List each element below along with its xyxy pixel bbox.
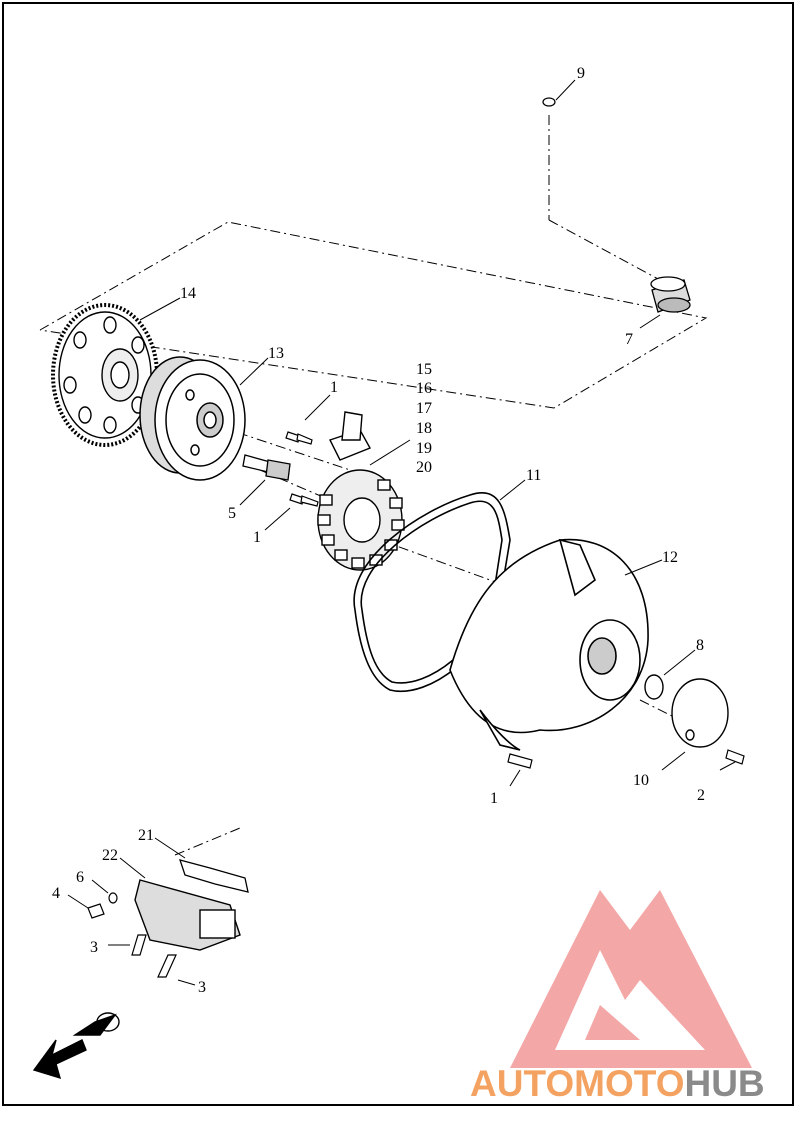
flywheel-part-13 (139, 356, 246, 481)
callout-labels: 9 7 14 13 1 15 16 17 18 19 20 11 5 1 12 … (52, 65, 705, 996)
screw-part-1-c (507, 753, 533, 769)
watermark-logo (510, 890, 752, 1068)
bolt-part-5 (242, 454, 291, 481)
bolt-part-2 (725, 749, 745, 765)
bushing-part-7 (650, 276, 691, 313)
front-direction-arrow (32, 1012, 120, 1080)
callout-1-upper: 1 (330, 379, 338, 396)
callout-11: 11 (526, 467, 541, 484)
callout-12: 12 (662, 549, 678, 566)
bolt-part-3-a (131, 934, 147, 956)
regulator-part-22 (134, 879, 241, 951)
callout-20: 20 (416, 459, 432, 476)
oring-part-8 (644, 674, 664, 700)
callout-15: 15 (416, 361, 432, 378)
washer-part-6 (108, 892, 118, 904)
cover-part-12 (449, 538, 649, 751)
callout-22: 22 (102, 847, 118, 864)
callout-21: 21 (138, 827, 154, 844)
starter-gear-part-14 (51, 303, 159, 447)
screw-part-4 (87, 903, 105, 919)
watermark-moto: MOTO (574, 1063, 684, 1104)
callout-2: 2 (697, 787, 705, 804)
callout-1-lower: 1 (490, 790, 498, 807)
leader-lines (67, 79, 736, 986)
callout-1-middle: 1 (253, 529, 261, 546)
callout-5: 5 (228, 505, 236, 522)
key-part-9 (542, 97, 556, 107)
callout-9: 9 (577, 65, 585, 82)
screw-part-1-a (285, 431, 313, 445)
stator-assembly-parts-15-20 (317, 411, 405, 571)
bracket-part-21 (179, 859, 249, 893)
bolt-part-3-b (157, 954, 177, 978)
callout-3-right: 3 (198, 979, 206, 996)
callout-13: 13 (268, 345, 284, 362)
watermark-text: AUTOMOTOHUB (470, 1063, 765, 1104)
callout-6: 6 (76, 869, 84, 886)
cap-part-10 (671, 678, 729, 748)
callout-10: 10 (633, 772, 649, 789)
callout-4: 4 (52, 885, 60, 902)
callout-16: 16 (416, 380, 432, 397)
callout-8: 8 (696, 637, 704, 654)
watermark-auto: AUTO (470, 1063, 574, 1104)
callout-18: 18 (416, 420, 432, 437)
screw-part-1-b (289, 493, 319, 507)
watermark-hub: HUB (684, 1063, 764, 1104)
callout-19: 19 (416, 440, 432, 457)
callout-3-left: 3 (90, 939, 98, 956)
callout-14: 14 (180, 285, 196, 302)
callout-7: 7 (625, 331, 633, 348)
callout-17: 17 (416, 400, 432, 417)
